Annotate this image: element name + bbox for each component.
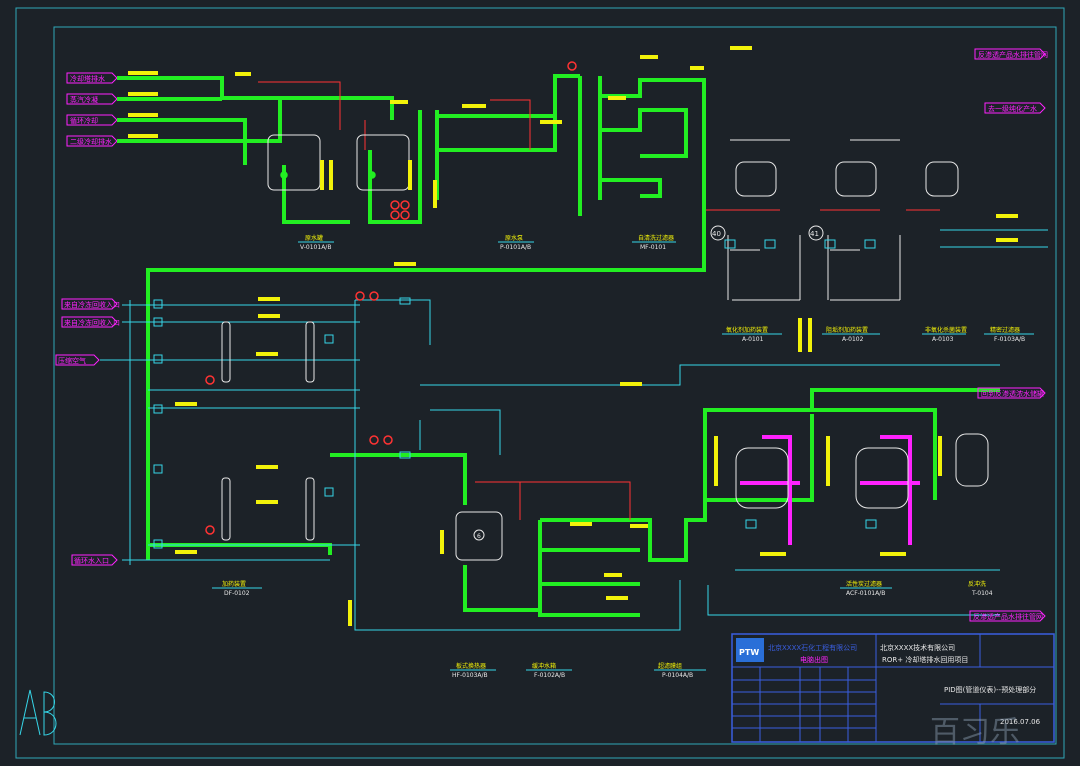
- company-sub: 电脑出图: [800, 655, 828, 664]
- outlet-label-3: 回到反渗透浓水储罐: [981, 389, 1044, 398]
- equip-label-8: 板式换热器: [456, 662, 486, 670]
- company-right: 北京XXXX技术有限公司: [880, 643, 955, 652]
- outer-frame: [15, 7, 1065, 759]
- cyan-lines: [100, 229, 1048, 631]
- left-inlet-label-2: 来自冷冻回收入口: [64, 318, 120, 327]
- drawing-date: 2016.07.06: [1000, 718, 1041, 726]
- left-inlet-label-1: 来自冷冻回收入口: [64, 300, 120, 309]
- drawing-title: PID图(管道仪表)--预处理部分: [944, 685, 1036, 694]
- green-pipes: [117, 74, 1000, 617]
- magenta-pipes: [740, 435, 920, 545]
- equip-label-4: 氧化剂加药装置: [726, 326, 768, 334]
- filter-column-4: [305, 477, 315, 541]
- backwash-tank: [955, 433, 989, 487]
- equip-tag-7: F-0103A/B: [994, 336, 1025, 343]
- outlet-group: 反渗透产品水排往管网 去一级纯化产水 回到反渗透浓水储罐 反渗透产品水排往管网: [969, 48, 1048, 622]
- watermark: 百习乐: [930, 715, 1020, 750]
- title-block: PTW 北京XXXX石化工程有限公司 电脑出图 北京XXXX技术有限公司 ROR…: [731, 633, 1055, 750]
- top-inlet-group: 冷却塔排水 蒸汽冷凝 循环冷却 二级冷却排水: [66, 72, 118, 147]
- left-inlet-label-3: 压缩空气: [58, 356, 86, 365]
- pumps: [205, 61, 577, 535]
- vessels: [221, 134, 989, 561]
- yellow-tags: [128, 46, 1018, 626]
- equip-label-9: 缓冲水箱: [532, 662, 556, 670]
- raw-water-tank-a: [267, 134, 321, 191]
- equip-label-0: 原水罐: [305, 234, 323, 242]
- filter-column-2: [305, 321, 315, 383]
- inlet-label-3: 循环冷却: [70, 116, 98, 125]
- inlet-label-2: 蒸汽冷凝: [70, 95, 98, 104]
- outlet-label-4: 反渗透产品水排往管网: [973, 612, 1043, 621]
- equip-tag-10: P-0104A/B: [662, 672, 693, 679]
- equip-label-2: 自清洗过滤器: [638, 234, 674, 242]
- red-lines: [258, 81, 940, 520]
- equip-tag-3: DF-0102: [224, 590, 250, 597]
- equipment-labels: 原水罐 V-0101A/B 原水泵 P-0101A/B 自清洗过滤器 MF-01…: [212, 234, 1034, 679]
- dosing-tank-3: [925, 161, 959, 197]
- carbon-filter-b: [855, 447, 909, 509]
- tank-number-6: 6: [477, 533, 481, 540]
- equip-label-1: 原水泵: [505, 234, 523, 242]
- equip-tag-8: HF-0103A/B: [452, 672, 488, 679]
- signature-mark: [19, 689, 57, 736]
- equip-label-5: 阻垢剂加药装置: [826, 326, 868, 334]
- equip-tag-4: A-0101: [742, 336, 764, 343]
- dosing-tank-41: [835, 161, 877, 197]
- company-logo: [736, 638, 764, 662]
- equip-label-10: 超滤膜组: [658, 662, 682, 670]
- dosing-tank-40: [735, 161, 777, 197]
- equip-tag-1: P-0101A/B: [500, 244, 531, 251]
- equip-tag-6: A-0103: [932, 336, 954, 343]
- filter-column-3: [221, 477, 231, 541]
- inlet-label-1: 冷却塔排水: [70, 74, 105, 83]
- equip-tag-5: A-0102: [842, 336, 864, 343]
- equip-tag-12: T-0104: [971, 590, 993, 597]
- tank-number-41: 41: [810, 230, 819, 238]
- company-left: 北京XXXX石化工程有限公司: [768, 643, 857, 652]
- carbon-filter-a: [735, 447, 789, 509]
- tank-number-40: 40: [712, 230, 721, 238]
- filter-column-1: [221, 321, 231, 383]
- equip-tag-2: MF-0101: [640, 244, 666, 251]
- instrument-markers: [153, 239, 877, 549]
- equip-tag-11: ACF-0101A/B: [846, 590, 885, 597]
- outlet-label-1: 反渗透产品水排往管网: [978, 50, 1048, 59]
- equip-label-12: 反冲洗: [968, 580, 986, 588]
- outlet-label-2: 去一级纯化产水: [988, 104, 1037, 113]
- left-inlet-label-4: 循环水入口: [74, 556, 109, 565]
- inner-frame: [53, 26, 1057, 745]
- inlet-label-4: 二级冷却排水: [70, 137, 112, 146]
- project-name: ROR+ 冷却塔排水回用项目: [882, 655, 968, 664]
- white-lines: [727, 139, 901, 301]
- tank-numbers: 40 41 6: [473, 225, 824, 541]
- heat-exchanger: [455, 511, 503, 561]
- equip-label-7: 精密过滤器: [990, 326, 1020, 334]
- equip-label-6: 非氧化杀菌装置: [925, 326, 967, 334]
- equip-tag-9: F-0102A/B: [534, 672, 565, 679]
- equip-label-11: 活性炭过滤器: [846, 580, 882, 588]
- equip-tag-0: V-0101A/B: [300, 244, 331, 251]
- logo-text: PTW: [739, 648, 759, 657]
- equip-label-3: 加药装置: [222, 580, 246, 588]
- left-inlet-group: 来自冷冻回收入口 来自冷冻回收入口 压缩空气 循环水入口: [55, 298, 120, 566]
